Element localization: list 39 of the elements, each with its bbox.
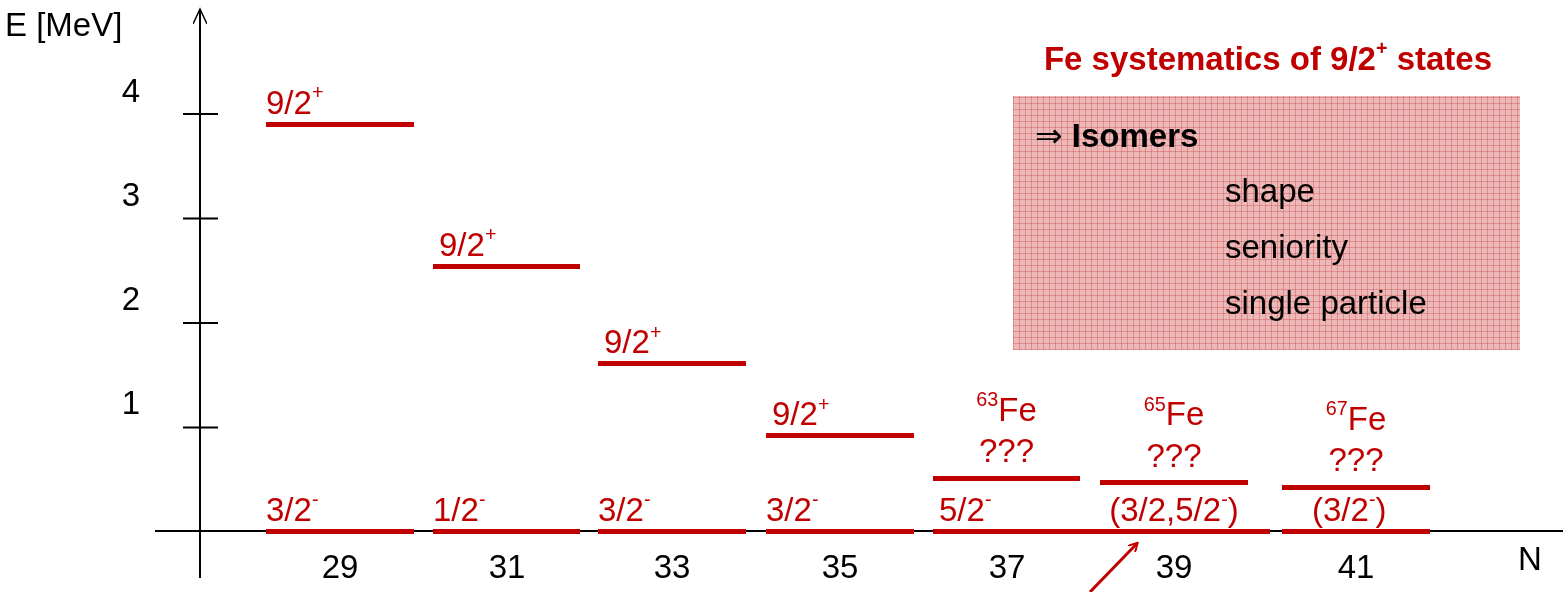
spin-label: (3/2$^{-}$) — [1311, 490, 1388, 529]
note-text: seniority — [1225, 228, 1348, 266]
spin-label: ??? — [977, 432, 1036, 471]
note-text: shape — [1225, 172, 1315, 210]
spin-label: 3/2$^{-}$ — [266, 490, 320, 529]
spin-label: 1/2$^{-}$ — [433, 490, 487, 529]
axis-label: 39 — [1154, 548, 1194, 586]
spin-label: 3/2$^{-}$ — [766, 490, 820, 529]
axis-label: 2 — [120, 280, 140, 318]
axis-label: 3 — [120, 176, 140, 214]
arrow — [1088, 541, 1139, 592]
spin-label: 5/2$^{-}$ — [938, 490, 993, 529]
diagram-title: Fe systematics of 9/2$^{+}$ states — [1042, 40, 1494, 78]
axis-label: E [MeV] — [5, 6, 124, 44]
spin-label: 9/2$^{+}$ — [771, 395, 831, 434]
energy-level — [433, 226, 580, 270]
axis-label: 37 — [987, 548, 1027, 586]
spin-label: (3/2,5/2$^{-}$) — [1108, 490, 1240, 529]
axis-label: 1 — [120, 384, 140, 422]
axis-label: 4 — [120, 72, 140, 110]
note-text: single particle — [1225, 284, 1427, 322]
axis-label: 33 — [652, 548, 692, 586]
spin-label: ??? — [1327, 440, 1385, 479]
spin-label: 9/2$^{+}$ — [266, 84, 325, 122]
isotope-label: $^{67}$Fe — [1324, 399, 1388, 438]
note-text: ⇒ Isomers — [1035, 116, 1199, 155]
spin-label: 3/2$^{-}$ — [598, 490, 652, 529]
spin-label: 9/2$^{+}$ — [438, 226, 498, 265]
axis-label: 31 — [487, 548, 527, 586]
spin-label: 9/2$^{+}$ — [603, 323, 663, 362]
note-panel — [1013, 96, 1520, 350]
energy-level — [266, 84, 414, 127]
axis-label: 35 — [820, 548, 860, 586]
axis-label: N — [1517, 540, 1543, 578]
spin-label: ??? — [1145, 436, 1203, 475]
isotope-label: $^{65}$Fe — [1142, 395, 1206, 434]
axis-label: 29 — [320, 548, 360, 586]
axis-label: 41 — [1336, 548, 1376, 586]
isotope-label: $^{63}$Fe — [975, 391, 1038, 430]
